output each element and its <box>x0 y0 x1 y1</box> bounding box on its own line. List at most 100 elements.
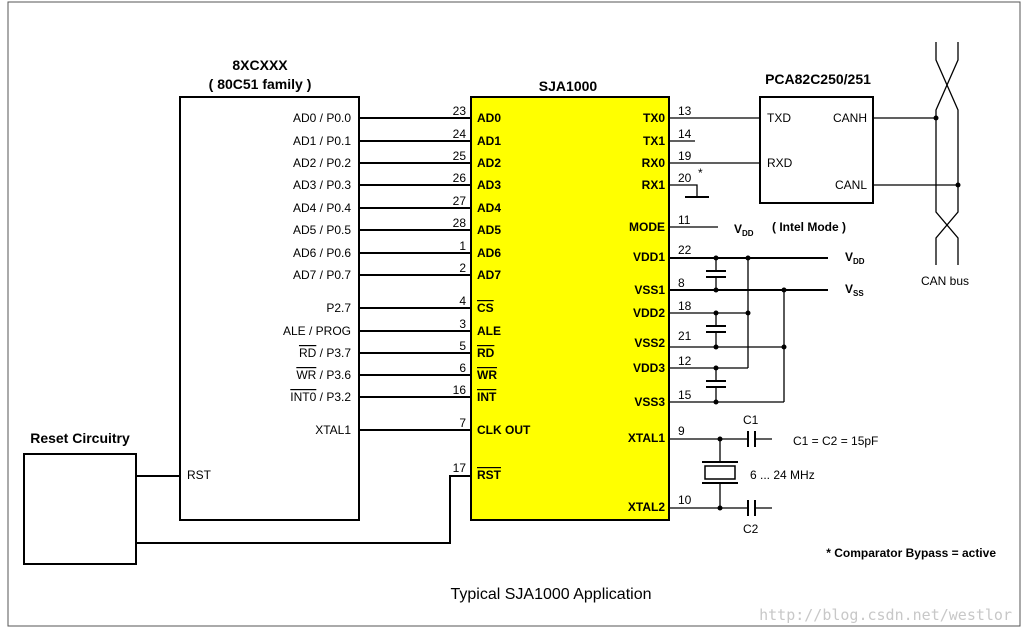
sja-pin-ad7: AD7 <box>477 268 501 282</box>
sja-pin-rst: RST <box>477 468 502 482</box>
watermark: http://blog.csdn.net/westlor <box>759 606 1012 624</box>
sja-pin-num-8: 8 <box>678 276 685 290</box>
mcu-pin-ad7: AD7 / P0.7 <box>293 268 351 282</box>
sja-pin-ad4: AD4 <box>477 201 501 215</box>
sja-pin-num-27: 27 <box>453 194 467 208</box>
sja-pin-xtal1: XTAL1 <box>628 431 665 445</box>
sja-pin-mode: MODE <box>629 220 665 234</box>
c2-label: C2 <box>743 522 759 536</box>
mcu-pin-ad6: AD6 / P0.6 <box>293 246 351 260</box>
sja-pin-num-6: 6 <box>459 361 466 375</box>
transceiver-txd: TXD <box>767 111 791 125</box>
mode-vdd-label: VDD <box>734 222 754 238</box>
mcu-pin-wr-rest: / P3.6 <box>316 368 351 382</box>
sja-pin-num-22: 22 <box>678 243 692 257</box>
can-bus-label: CAN bus <box>921 274 969 288</box>
c1-label: C1 <box>743 413 759 427</box>
sja-pin-vss2: VSS2 <box>634 336 665 350</box>
sja-pin-num-15: 15 <box>678 388 692 402</box>
sja-pin-num-26: 26 <box>453 171 467 185</box>
crystal-label: 6 ... 24 MHz <box>750 468 815 482</box>
sja-pin-num-18: 18 <box>678 299 692 313</box>
mode-vdd-v: V <box>734 222 742 236</box>
sja-pin-rd: RD <box>477 346 495 360</box>
sja-pin-ale: ALE <box>477 324 501 338</box>
power-network: VDD VSS <box>669 250 865 405</box>
rx1-wire <box>669 184 698 197</box>
sja1000-block: SJA1000 23 24 25 26 27 28 1 2 4 3 5 6 16… <box>453 78 692 521</box>
sja-pin-num-19: 19 <box>678 149 692 163</box>
sja-pin-vss1: VSS1 <box>634 283 665 297</box>
mcu-pin-rd-rest: / P3.7 <box>316 346 351 360</box>
mcu-subtitle: ( 80C51 family ) <box>209 76 312 92</box>
mcu-box <box>179 96 360 521</box>
bus-wires <box>359 117 471 431</box>
sja-pin-ad6: AD6 <box>477 246 501 260</box>
intel-mode-label: ( Intel Mode ) <box>772 220 846 234</box>
sja-pin-ad3: AD3 <box>477 178 501 192</box>
cap-value-label: C1 = C2 = 15pF <box>793 434 878 448</box>
reset-sja-wire <box>136 475 471 544</box>
sja-pin-tx0: TX0 <box>643 111 665 125</box>
sja-pin-num-28: 28 <box>453 216 467 230</box>
reset-block: Reset Circuitry <box>23 430 471 565</box>
sja1000-title: SJA1000 <box>539 78 598 94</box>
transceiver-block: PCA82C250/251 TXD RXD CANH CANL <box>759 71 874 204</box>
sja-pin-vdd3: VDD3 <box>633 361 665 375</box>
crystal-body <box>704 465 736 480</box>
rx1-star: * <box>698 166 703 180</box>
sja-pin-num-7: 7 <box>459 416 466 430</box>
transceiver-box <box>759 96 874 204</box>
caption: Typical SJA1000 Application <box>450 586 651 603</box>
crystal-circuit: C1 C1 = C2 = 15pF C2 6 ... 24 MHz <box>669 413 878 536</box>
mcu-pin-xtal1: XTAL1 <box>315 423 351 437</box>
sja-pin-ad2: AD2 <box>477 156 501 170</box>
sja-pin-num-13: 13 <box>678 104 692 118</box>
mcu-pin-ad5: AD5 / P0.5 <box>293 223 351 237</box>
sja-pin-num-12: 12 <box>678 354 692 368</box>
sja-pin-num-16: 16 <box>453 383 467 397</box>
mcu-pin-int0: INT0 / P3.2 <box>290 390 351 404</box>
mcu-pin-ad2: AD2 / P0.2 <box>293 156 351 170</box>
sja-pin-ad5: AD5 <box>477 223 501 237</box>
sja-pin-num-3: 3 <box>459 317 466 331</box>
transceiver-title: PCA82C250/251 <box>765 71 871 87</box>
footnote: * Comparator Bypass = active <box>826 546 996 560</box>
can-bus: CAN bus <box>873 42 969 288</box>
can-bus-line-a <box>935 42 959 265</box>
mcu-pin-p27: P2.7 <box>326 301 351 315</box>
mcu-title: 8XCXXX <box>232 57 288 73</box>
decoupling-cap-3 <box>706 365 726 405</box>
can-bus-line-b <box>935 42 959 265</box>
sja-pin-num-10: 10 <box>678 493 692 507</box>
sja-pin-num-9: 9 <box>678 424 685 438</box>
sja-pin-vdd2: VDD2 <box>633 306 665 320</box>
mcu-pin-rd-bar: RD <box>299 346 317 360</box>
reset-title: Reset Circuitry <box>30 430 130 446</box>
sja1000-box <box>470 96 670 521</box>
sja-pin-xtal2: XTAL2 <box>628 500 665 514</box>
sja-pin-num-4: 4 <box>459 294 466 308</box>
mcu-pin-ad1: AD1 / P0.1 <box>293 134 351 148</box>
sja-pin-num-23: 23 <box>453 104 467 118</box>
mcu-pin-wr-bar: WR <box>296 368 316 382</box>
sja-pin-ad0: AD0 <box>477 111 501 125</box>
mcu-pin-ad3: AD3 / P0.3 <box>293 178 351 192</box>
sja-pin-ad1: AD1 <box>477 134 501 148</box>
decoupling-cap-2 <box>706 310 726 350</box>
sja-pin-num-1: 1 <box>459 239 466 253</box>
sja-pin-cs: CS <box>477 301 494 315</box>
sja-pin-vdd1: VDD1 <box>633 250 665 264</box>
decoupling-cap-1 <box>706 255 726 293</box>
sja-pin-int: INT <box>477 390 497 404</box>
sja-pin-wr: WR <box>477 368 497 382</box>
mcu-pin-ad0: AD0 / P0.0 <box>293 111 351 125</box>
mcu-pin-rd: RD / P3.7 <box>299 346 351 360</box>
sja-pin-num-14: 14 <box>678 127 692 141</box>
sja-pin-rx1: RX1 <box>642 178 666 192</box>
sja-pin-num-20: 20 <box>678 171 692 185</box>
mcu-pin-ad4: AD4 / P0.4 <box>293 201 351 215</box>
vdd-rail-v: V <box>845 250 853 264</box>
txrx-wires: * VDD ( Intel Mode ) <box>669 117 846 238</box>
